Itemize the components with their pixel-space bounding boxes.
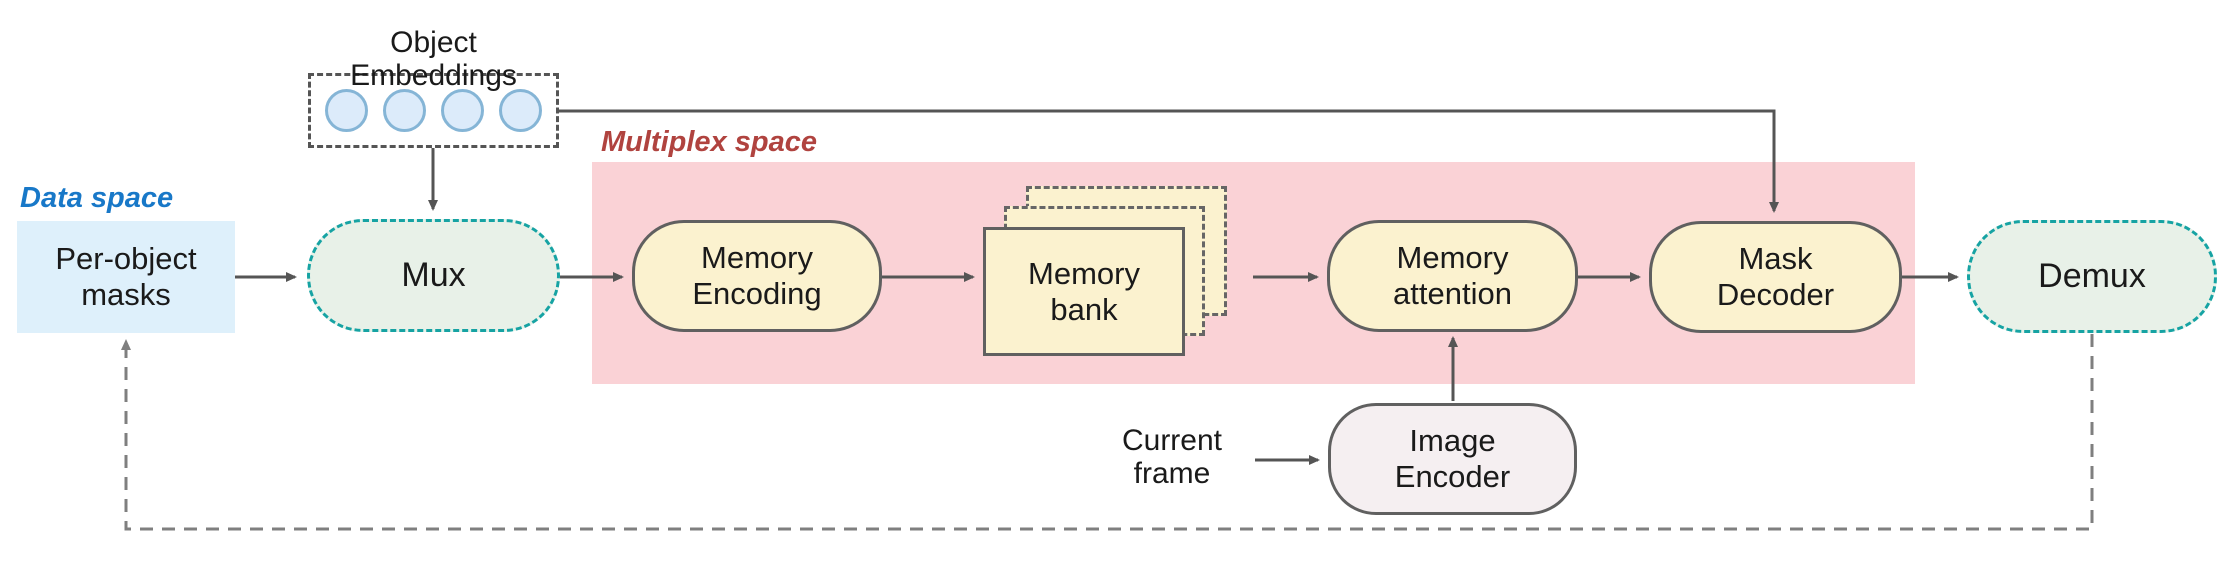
embedding-circle bbox=[325, 89, 368, 132]
node-per-object-masks: Per-object masks bbox=[17, 221, 235, 333]
data-space-label: Data space bbox=[20, 182, 174, 214]
feedback-demux-to-masks bbox=[121, 334, 2094, 531]
node-memory-encoding: Memory Encoding bbox=[632, 220, 882, 332]
object-embeddings-label: Object Embeddings bbox=[350, 26, 517, 92]
multiplex-space-label: Multiplex space bbox=[601, 126, 817, 158]
wire-embeddings-to-mask-decoder bbox=[559, 109, 1779, 213]
node-memory-bank: Memory bank bbox=[983, 227, 1185, 356]
node-image-encoder: Image Encoder bbox=[1328, 403, 1577, 515]
embedding-circle bbox=[383, 89, 426, 132]
node-mux: Mux bbox=[307, 219, 560, 332]
node-demux: Demux bbox=[1967, 220, 2217, 333]
current-frame-label: Current frame bbox=[1121, 424, 1223, 490]
node-mask-decoder: Mask Decoder bbox=[1649, 221, 1902, 333]
embedding-circle bbox=[499, 89, 542, 132]
node-memory-attention: Memory attention bbox=[1327, 220, 1578, 332]
object-embeddings-box bbox=[308, 73, 559, 148]
embedding-circle bbox=[441, 89, 484, 132]
